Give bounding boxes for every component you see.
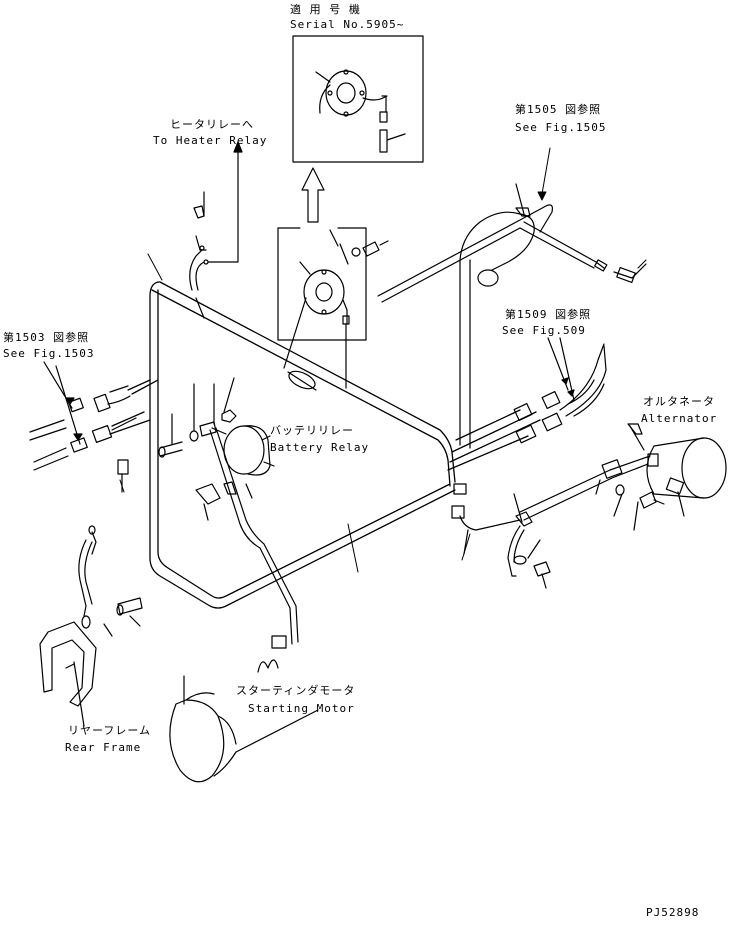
- starting-label-jp: スターティンダモータ: [236, 684, 356, 697]
- serial-label-jp: 適 用 号 機: [290, 3, 361, 16]
- main-harness: [110, 282, 540, 608]
- fig1505-label-en: See Fig.1505: [515, 121, 607, 134]
- rear-frame-parts: [40, 526, 142, 726]
- starting-motor: [170, 660, 318, 782]
- battery-label-en: Battery Relay: [270, 441, 370, 454]
- inset-arrow: [302, 168, 324, 222]
- fig1509-label-jp: 第1509 図参照: [505, 308, 592, 321]
- alternator-label-jp: オルタネータ: [643, 395, 715, 408]
- relay-detail-box: [278, 228, 388, 392]
- starting-label-en: Starting Motor: [248, 702, 355, 715]
- right-connectors: [514, 338, 606, 443]
- heater-relay-leads: [190, 142, 242, 318]
- left-connectors: [30, 362, 136, 470]
- heater-label-en: To Heater Relay: [153, 134, 268, 147]
- fig1509-label-en: See Fig.509: [502, 324, 586, 337]
- upper-harness: [378, 184, 646, 448]
- battery-relay: [196, 426, 298, 648]
- alternator-label-en: Alternator: [641, 412, 718, 425]
- serial-label-en: Serial No.5905~: [290, 18, 405, 31]
- fig1503-label-en: See Fig.1503: [3, 347, 95, 360]
- heater-label-jp: ヒータリレーへ: [170, 118, 254, 131]
- serial-inset-box: [293, 36, 423, 162]
- fig1505-label-jp: 第1505 図参照: [515, 103, 602, 116]
- fig1503-label-jp: 第1503 図参照: [3, 331, 90, 344]
- inset-terminal: [380, 96, 405, 152]
- alternator: [520, 424, 726, 530]
- left-middle-parts: [118, 378, 236, 492]
- battery-label-jp: バッテリリレー: [270, 424, 354, 437]
- lower-right-branch: [452, 484, 550, 588]
- part-code: PJ52898: [646, 906, 700, 919]
- inset-relay-flange: [320, 70, 387, 116]
- rear-label-jp: リヤーフレーム: [68, 724, 152, 737]
- rear-label-en: Rear Frame: [65, 741, 142, 754]
- leader-lines: [120, 148, 646, 572]
